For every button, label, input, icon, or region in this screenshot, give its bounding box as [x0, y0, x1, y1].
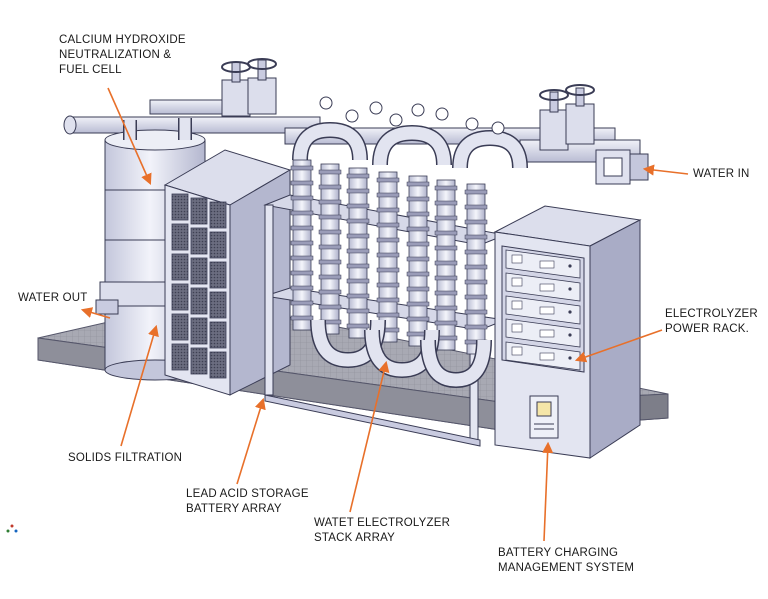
label-solids-filtration: SOLIDS FILTRATION: [68, 451, 182, 466]
label-line: MANAGEMENT SYSTEM: [498, 562, 635, 574]
label-line: BATTERY CHARGING: [498, 547, 619, 559]
battery-cell: [190, 287, 208, 315]
label-line: WATER IN: [693, 168, 750, 180]
power-rack-modules: [505, 249, 581, 371]
label-line: WATET ELECTROLYZER: [314, 517, 451, 529]
electrolyzer-stack-columns: [290, 159, 488, 355]
label-power-rack: ELECTROLYZER POWER RACK.: [665, 307, 758, 337]
label-line: SOLIDS FILTRATION: [68, 452, 183, 464]
rack-module: [505, 295, 581, 325]
bottom-u-bends: [310, 319, 492, 389]
label-calcium-hydroxide: CALCIUM HYDROXIDE NEUTRALIZATION & FUEL …: [59, 33, 186, 78]
battery-cell: [171, 343, 189, 371]
label-battery-array: LEAD ACID STORAGE BATTERY ARRAY: [186, 487, 309, 517]
battery-cell: [209, 261, 227, 289]
label-line: STACK ARRAY: [314, 532, 396, 544]
stack-column: [346, 167, 370, 339]
battery-cell: [190, 197, 208, 225]
battery-cell: [190, 347, 208, 375]
battery-cell: [209, 231, 227, 259]
battery-cell: [209, 291, 227, 319]
stack-column: [376, 171, 400, 343]
label-line: ELECTROLYZER: [665, 308, 758, 320]
battery-cell: [190, 317, 208, 345]
rack-module: [505, 318, 581, 348]
label-water-out: WATER OUT: [18, 291, 88, 306]
stack-column: [318, 163, 342, 335]
axis-triad-icon: [6, 524, 18, 533]
stack-column: [464, 183, 488, 355]
label-stack-array: WATET ELECTROLYZER STACK ARRAY: [314, 516, 450, 546]
stack-column: [290, 159, 314, 331]
battery-cell: [190, 227, 208, 255]
battery-cell: [171, 313, 189, 341]
stack-column: [406, 175, 430, 347]
label-line: FUEL CELL: [59, 64, 122, 76]
battery-cell: [171, 193, 189, 221]
rack-module: [505, 341, 581, 371]
battery-cell: [171, 283, 189, 311]
battery-cell: [209, 321, 227, 349]
pressure-gauges: [319, 96, 505, 135]
arrow-stack: [349, 360, 390, 513]
stack-column: [434, 179, 458, 351]
battery-cell: [209, 201, 227, 229]
label-line: LEAD ACID STORAGE: [186, 488, 309, 500]
arrow-bms: [542, 441, 554, 542]
battery-cell: [190, 257, 208, 285]
arrow-calcium: [107, 87, 152, 186]
label-battery-management: BATTERY CHARGING MANAGEMENT SYSTEM: [498, 546, 634, 576]
arrow-solids: [120, 324, 159, 447]
label-water-in: WATER IN: [693, 167, 750, 182]
battery-cell: [209, 351, 227, 379]
battery-cells: [171, 193, 227, 379]
battery-management-panel: [529, 395, 559, 439]
battery-cell: [171, 253, 189, 281]
arrow-water-in: [642, 164, 689, 176]
label-line: BATTERY ARRAY: [186, 503, 282, 515]
rack-module: [505, 272, 581, 302]
leader-arrows: [80, 87, 689, 542]
top-pipework: [63, 58, 649, 185]
label-line: WATER OUT: [18, 292, 88, 304]
arrow-water-out: [80, 307, 111, 319]
battery-cell: [171, 223, 189, 251]
arrow-power-rack: [574, 329, 663, 363]
label-line: NEUTRALIZATION &: [59, 49, 172, 61]
label-line: CALCIUM HYDROXIDE: [59, 34, 186, 46]
rack-module: [505, 249, 581, 279]
arrow-battery: [236, 397, 266, 485]
label-line: POWER RACK.: [665, 323, 749, 335]
